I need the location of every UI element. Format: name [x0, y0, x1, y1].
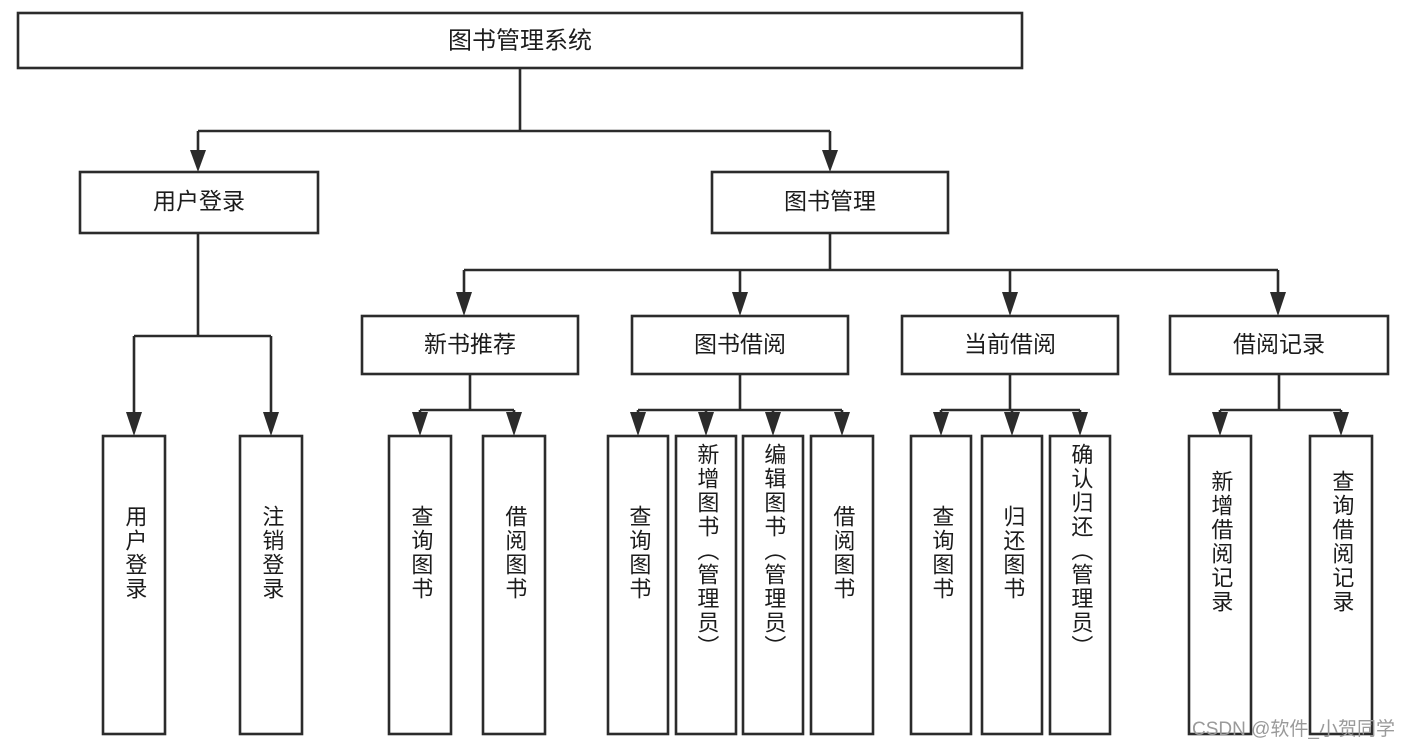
node-book-borrow-box[interactable]: [630, 314, 850, 376]
node-borrow-records-label: 借阅记录: [1233, 331, 1325, 357]
arrowhead-book-borrow: [732, 292, 748, 316]
node-new-book-recommend-label: 新书推荐: [424, 331, 516, 357]
node-book-management-box[interactable]: [710, 170, 950, 235]
node-borrow-add-book-box[interactable]: [674, 434, 738, 736]
arrowhead-current-query-book: [933, 412, 949, 436]
watermark-text: CSDN @软件_小贺同学: [1192, 719, 1395, 740]
node-current-confirm-return-box[interactable]: [1048, 434, 1112, 736]
node-new-book-recommend-box[interactable]: [360, 314, 580, 376]
arrowhead-borrow-add-book: [698, 412, 714, 436]
arrowhead-current-borrow: [1002, 292, 1018, 316]
node-root-label: 图书管理系统: [448, 27, 592, 54]
node-book-management-label: 图书管理: [784, 188, 876, 214]
arrowhead-user-login-action: [126, 412, 142, 436]
arrowhead-recommend-borrow-book: [506, 412, 522, 436]
arrowhead-current-return-book: [1004, 412, 1020, 436]
arrowhead-new-book-recommend: [456, 292, 472, 316]
node-records-query-box[interactable]: [1308, 434, 1374, 736]
node-user-logout-action-box[interactable]: [238, 434, 304, 736]
arrowhead-records-add: [1212, 412, 1228, 436]
connector-layer: [126, 68, 1349, 436]
node-layer: 图书管理系统 用户登录 图书管理 新书推荐 图书借阅 当前借阅 借阅记录: [16, 11, 1390, 736]
arrowhead-book-management: [822, 150, 838, 172]
arrowhead-records-query: [1333, 412, 1349, 436]
node-current-query-book-box[interactable]: [909, 434, 973, 736]
node-current-borrow-box[interactable]: [900, 314, 1120, 376]
node-borrow-query-book-box[interactable]: [606, 434, 670, 736]
node-recommend-query-book-box[interactable]: [387, 434, 453, 736]
arrowhead-user-login: [190, 150, 206, 172]
node-current-borrow-label: 当前借阅: [964, 331, 1056, 357]
node-root-box[interactable]: [16, 11, 1024, 70]
arrowhead-recommend-query-book: [412, 412, 428, 436]
node-user-login-label: 用户登录: [153, 188, 245, 214]
arrowhead-borrow-edit-book: [765, 412, 781, 436]
node-book-borrow-label: 图书借阅: [694, 331, 786, 357]
node-recommend-borrow-book-box[interactable]: [481, 434, 547, 736]
node-borrow-borrow-book-box[interactable]: [809, 434, 875, 736]
node-records-add-box[interactable]: [1187, 434, 1253, 736]
arrowhead-user-logout-action: [263, 412, 279, 436]
node-current-return-book-box[interactable]: [980, 434, 1044, 736]
node-borrow-records-box[interactable]: [1168, 314, 1390, 376]
arrowhead-borrow-records: [1270, 292, 1286, 316]
arrowhead-borrow-query-book: [630, 412, 646, 436]
arrowhead-current-confirm-return: [1072, 412, 1088, 436]
node-user-login-action-box[interactable]: [101, 434, 167, 736]
arrowhead-borrow-borrow-book: [834, 412, 850, 436]
node-user-login-box[interactable]: [78, 170, 320, 235]
node-borrow-edit-book-box[interactable]: [741, 434, 805, 736]
